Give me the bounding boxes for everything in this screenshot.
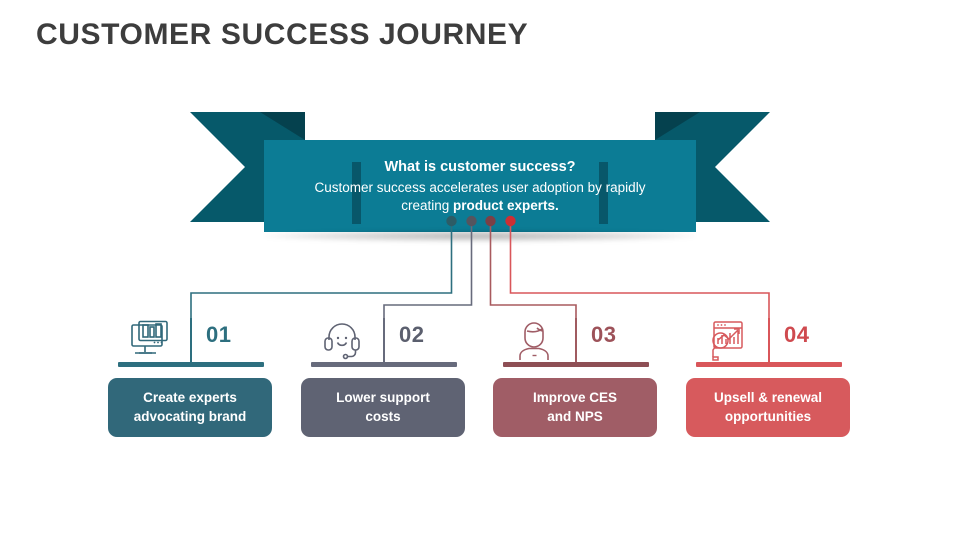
banner-body: Customer success accelerates user adopti…: [300, 179, 660, 215]
step-02-number: 02: [399, 322, 425, 347]
step-01-divider: [190, 318, 192, 362]
step-01-card[interactable]: Create experts advocating brand: [108, 378, 272, 437]
headset-support-icon: [319, 318, 365, 362]
connector-03-dot: [485, 215, 496, 227]
connector-01-dot: [446, 215, 457, 227]
step-03-number: 03: [591, 322, 617, 347]
ribbon-banner: What is customer success? Customer succe…: [190, 112, 770, 232]
step-04-number: 04: [784, 322, 810, 347]
step-01-label-line2: advocating brand: [133, 408, 247, 424]
connector-03-line: [489, 224, 577, 318]
step-03-underline: [503, 362, 649, 367]
step-column-01[interactable]: 01 Create experts advocating brand: [108, 318, 308, 440]
magnifier-growth-chart-icon: [704, 318, 750, 362]
step-02-label-line1: Lower support: [336, 390, 430, 406]
banner-drop-shadow: [265, 230, 695, 242]
step-04-label-line1: Upsell & renewal: [713, 390, 823, 406]
step-column-03[interactable]: 03 Improve CES and NPS: [493, 318, 693, 440]
step-01-label-line1: Create experts: [143, 390, 237, 406]
ribbon-accent-bar-left: [352, 162, 361, 224]
step-03-label-line1: Improve CES: [532, 390, 618, 406]
page-title: CUSTOMER SUCCESS JOURNEY: [36, 18, 529, 51]
step-01-number: 01: [206, 322, 232, 347]
connector-01-line: [190, 224, 453, 318]
connector-04-dot: [505, 215, 516, 227]
step-02-divider: [383, 318, 385, 362]
step-04-divider: [768, 318, 770, 362]
step-column-04[interactable]: 04 Upsell & renewal opportunities: [686, 318, 886, 440]
step-04-underline: [696, 362, 842, 367]
step-02-icon-row: 02: [301, 318, 501, 362]
ribbon-accent-bar-right: [599, 162, 608, 224]
person-avatar-icon: [511, 318, 557, 362]
step-03-card[interactable]: Improve CES and NPS: [493, 378, 657, 437]
connector-04-line: [509, 224, 770, 318]
step-03-icon-row: 03: [493, 318, 693, 362]
step-01-underline: [118, 362, 264, 367]
step-03-divider: [575, 318, 577, 362]
banner-heading: What is customer success?: [384, 158, 576, 175]
banner-text-block: What is customer success? Customer succe…: [300, 158, 660, 215]
banner-body-prefix: Customer success accelerates user adopti…: [314, 179, 646, 213]
step-04-card[interactable]: Upsell & renewal opportunities: [686, 378, 850, 437]
monitor-dashboard-icon: [126, 318, 172, 362]
connector-02-dot: [466, 215, 477, 227]
banner-body-bold: product experts.: [453, 197, 559, 213]
ribbon-panel: What is customer success? Customer succe…: [264, 140, 696, 232]
step-02-card[interactable]: Lower support costs: [301, 378, 465, 437]
step-01-icon-row: 01: [108, 318, 308, 362]
step-04-icon-row: 04: [686, 318, 886, 362]
step-column-02[interactable]: 02 Lower support costs: [301, 318, 501, 440]
step-02-label-line2: costs: [365, 408, 401, 424]
step-04-label-line2: opportunities: [724, 408, 812, 424]
step-03-label-line2: and NPS: [547, 408, 603, 424]
step-02-underline: [311, 362, 457, 367]
connector-02-line: [383, 224, 473, 318]
